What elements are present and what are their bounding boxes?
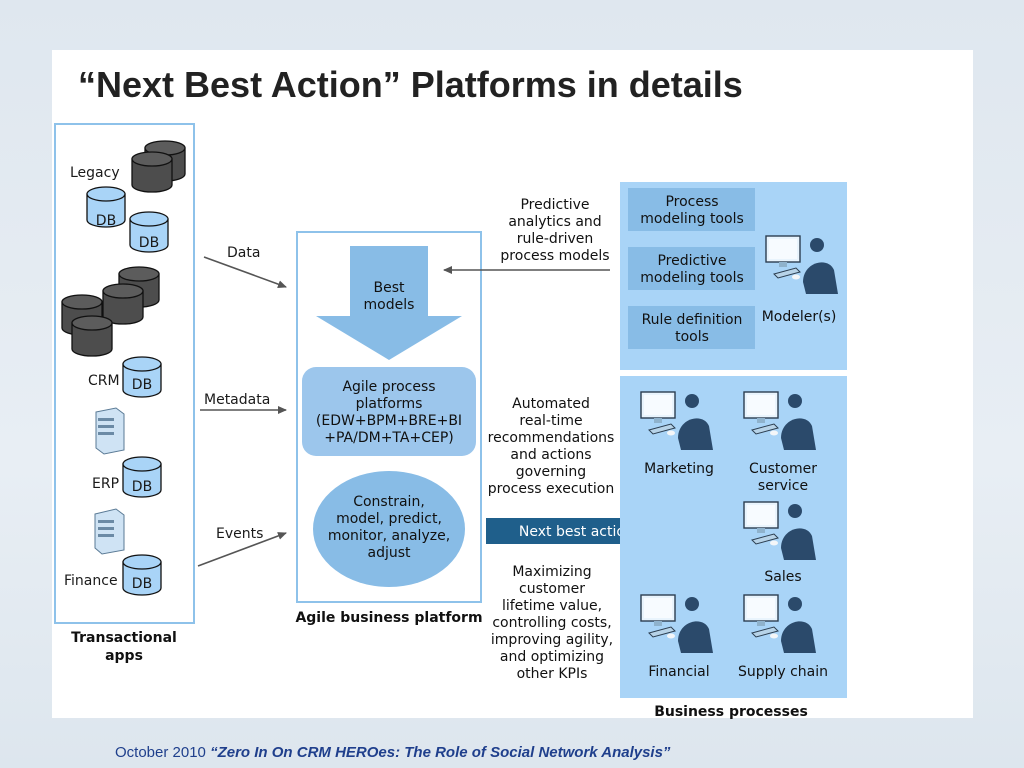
rule-definition-tools-text: Rule definition (642, 312, 743, 328)
legacy-db-cylinder (102, 283, 144, 325)
agile-process-text: Agile process (342, 379, 435, 395)
db-label: DB (132, 479, 152, 495)
automated-text: Automated (512, 396, 590, 412)
best-models-arrow (316, 246, 462, 360)
automated-text: recommendations (488, 430, 615, 446)
financial-label: Financial (648, 664, 709, 680)
automated-text: real-time (519, 413, 582, 429)
footer-date: October 2010 (115, 744, 206, 761)
page-title: “Next Best Action” Platforms in details (78, 64, 743, 105)
supply-chain-label: Supply chain (738, 664, 828, 680)
sales-label: Sales (764, 569, 801, 585)
agile-process-text: platforms (356, 396, 423, 412)
predictive-analytics-text: analytics and (508, 214, 601, 230)
customer-service-label: service (758, 478, 808, 494)
agile-process-text: (EDW+BPM+BRE+BI (316, 413, 462, 429)
footer-quote: “Zero In On CRM HEROes: The Role of Soci… (210, 744, 671, 761)
next-best-actions-arrow (486, 504, 713, 558)
maximizing-text: controlling costs, (492, 615, 611, 631)
legacy-db-cylinder (131, 151, 173, 193)
crm-server-icon (95, 407, 125, 455)
predictive-analytics-text: process models (500, 248, 609, 264)
predictive-analytics-text: rule-driven (517, 231, 594, 247)
erp-label: ERP (92, 476, 119, 492)
predictive-modeling-tools-text: modeling tools (640, 270, 744, 286)
erp-server-icon (94, 508, 125, 555)
automated-text: governing (516, 464, 586, 480)
automated-text: process execution (488, 481, 614, 497)
legacy-db-cylinder (71, 315, 113, 357)
transactional-apps-label: Transactional (71, 630, 177, 646)
marketing-label: Marketing (644, 461, 714, 477)
automated-text: and actions (510, 447, 591, 463)
process-modeling-tools-text: Process (665, 194, 718, 210)
customer-service-label: Customer (749, 461, 817, 477)
agile-business-platform-label: Agile business platform (295, 610, 482, 626)
constrain-text: monitor, analyze, (328, 528, 450, 544)
rule-definition-tools-text: tools (675, 329, 709, 345)
events-flow-arrow (197, 532, 287, 567)
constrain-text: adjust (367, 545, 411, 561)
db-label: DB (139, 235, 159, 251)
process-modeling-tools-box (628, 188, 755, 231)
data-flow-arrow (203, 256, 287, 289)
db-label: DB (132, 377, 152, 393)
constrain-text: model, predict, (336, 511, 442, 527)
agile-process-box (302, 367, 476, 456)
agile-process-text: +PA/DM+TA+CEP) (324, 430, 453, 446)
best-models-text: Best (373, 280, 405, 296)
next-best-actions-label: Next best actions (519, 524, 641, 540)
data-flow-label: Data (227, 245, 260, 261)
finance-label: Finance (64, 573, 118, 589)
db-label: DB (132, 576, 152, 592)
metadata-flow-label: Metadata (204, 392, 270, 408)
legacy-label: Legacy (70, 165, 120, 181)
predictive-modeling-tools-text: Predictive (657, 253, 726, 269)
predictive-analytics-text: Predictive (520, 197, 589, 213)
business-processes-label: Business processes (654, 704, 808, 720)
process-modeling-tools-text: modeling tools (640, 211, 744, 227)
maximizing-text: other KPIs (517, 666, 588, 682)
maximizing-text: and optimizing (500, 649, 604, 665)
best-models-text: models (364, 297, 415, 313)
maximizing-text: Maximizing (512, 564, 591, 580)
events-flow-label: Events (216, 526, 263, 542)
rule-definition-tools-box (628, 306, 755, 349)
db-label: DB (96, 213, 116, 229)
modeler-label: Modeler(s) (762, 309, 837, 325)
footer: October 2010 “Zero In On CRM HEROes: The… (115, 744, 670, 761)
constrain-text: Constrain, (353, 494, 425, 510)
transactional-apps-label: apps (105, 648, 143, 664)
maximizing-text: lifetime value, (502, 598, 602, 614)
predictive-modeling-tools-box (628, 247, 755, 290)
maximizing-text: customer (519, 581, 585, 597)
maximizing-text: improving agility, (491, 632, 613, 648)
constrain-ellipse (313, 471, 465, 587)
crm-label: CRM (88, 373, 120, 389)
